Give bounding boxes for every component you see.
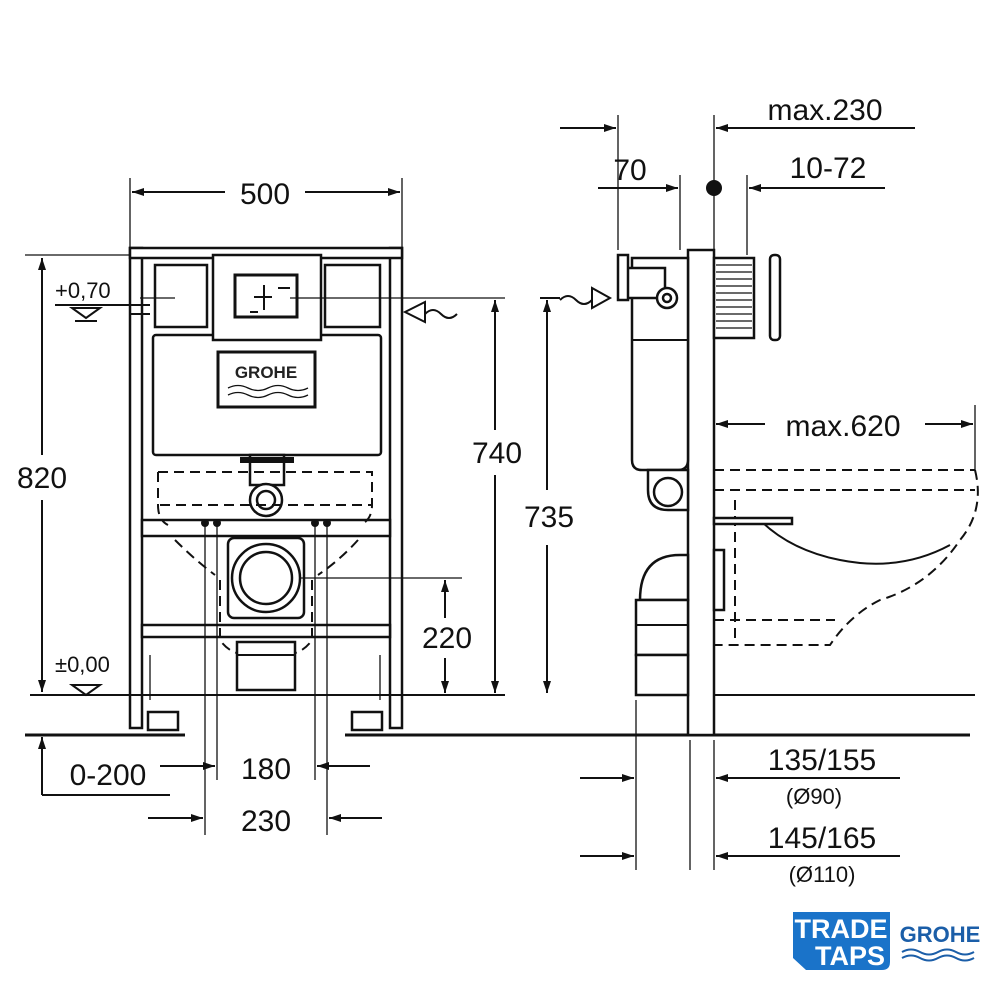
dim-height-735: 735 bbox=[524, 501, 574, 534]
dim-max-620: max.620 bbox=[785, 410, 900, 443]
flush-plate-ribs bbox=[716, 264, 752, 329]
dim-max-230: max.230 bbox=[767, 94, 882, 127]
level-floor-label: ±0,00 bbox=[55, 652, 110, 677]
dim-spacing-230: 230 bbox=[241, 805, 291, 838]
dim-height-740: 740 bbox=[472, 437, 522, 470]
dim-height-820: 820 bbox=[17, 462, 67, 495]
dim-height-220: 220 bbox=[422, 622, 472, 655]
dim-pipe-145-165: 145/165 bbox=[768, 822, 876, 855]
tradetaps-line1: TRADE bbox=[795, 914, 888, 944]
dim-wall-10-72: 10-72 bbox=[790, 152, 867, 185]
dim-width-500: 500 bbox=[240, 178, 290, 211]
tradetaps-logo: TRADE TAPS bbox=[793, 912, 890, 971]
grohe-logo: GROHE bbox=[900, 922, 981, 962]
dim-depth-70: 70 bbox=[613, 154, 646, 187]
grohe-logo-text: GROHE bbox=[900, 922, 981, 947]
tradetaps-line2: TAPS bbox=[815, 941, 885, 971]
front-view: GROHE 500 8 bbox=[17, 178, 970, 838]
dim-spacing-180: 180 bbox=[241, 753, 291, 786]
dim-adjust-0-200: 0-200 bbox=[70, 759, 147, 792]
plate-brand-text: GROHE bbox=[235, 363, 297, 382]
dim-pipe-diam-90: (Ø90) bbox=[786, 784, 842, 809]
tradetaps-badge bbox=[793, 912, 890, 970]
dim-pipe-diam-110: (Ø110) bbox=[789, 862, 856, 887]
level-top-label: +0,70 bbox=[55, 278, 111, 303]
dim-pipe-135-155: 135/155 bbox=[768, 744, 876, 777]
side-view: max.230 70 10-72 735 max.620 135/155 ( bbox=[524, 94, 979, 887]
